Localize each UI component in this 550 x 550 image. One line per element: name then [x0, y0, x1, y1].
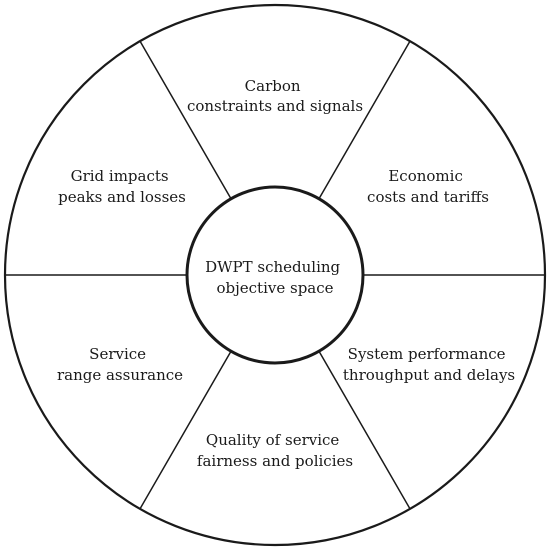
sector-system-performance: System performance throughput and delays: [343, 345, 515, 384]
sector-quality-of-service-line1: Quality of service: [206, 431, 340, 449]
sector-grid-impacts-line1: Grid impacts: [71, 167, 169, 185]
sector-carbon-line2: constraints and signals: [187, 97, 363, 115]
sector-grid-impacts-line2: peaks and losses: [58, 188, 186, 206]
sector-economic-line1: Economic: [388, 167, 463, 185]
sector-quality-of-service: Quality of service fairness and policies: [197, 431, 353, 470]
center-label-line1: DWPT scheduling: [205, 258, 340, 276]
sector-service: Service range assurance: [57, 345, 183, 384]
sector-divider-60: [318, 40, 411, 200]
sector-grid-impacts: Grid impacts peaks and losses: [58, 167, 186, 206]
sector-system-performance-line1: System performance: [348, 345, 506, 363]
sector-economic: Economic costs and tariffs: [367, 167, 489, 206]
sector-carbon-line1: Carbon: [245, 77, 301, 95]
sector-divider-240: [139, 350, 232, 510]
sector-divider-120: [139, 40, 232, 200]
center-circle: [185, 185, 365, 365]
sector-carbon: Carbon constraints and signals: [187, 77, 363, 115]
sector-divider-300: [318, 350, 411, 510]
sector-dividers: [5, 40, 545, 510]
center-label-line2: objective space: [216, 279, 333, 297]
sector-system-performance-line2: throughput and delays: [343, 366, 515, 384]
sector-service-line2: range assurance: [57, 366, 183, 384]
sector-economic-line2: costs and tariffs: [367, 188, 489, 206]
sector-service-line1: Service: [89, 345, 146, 363]
center-label: DWPT scheduling objective space: [205, 258, 345, 297]
sector-quality-of-service-line2: fairness and policies: [197, 452, 353, 470]
